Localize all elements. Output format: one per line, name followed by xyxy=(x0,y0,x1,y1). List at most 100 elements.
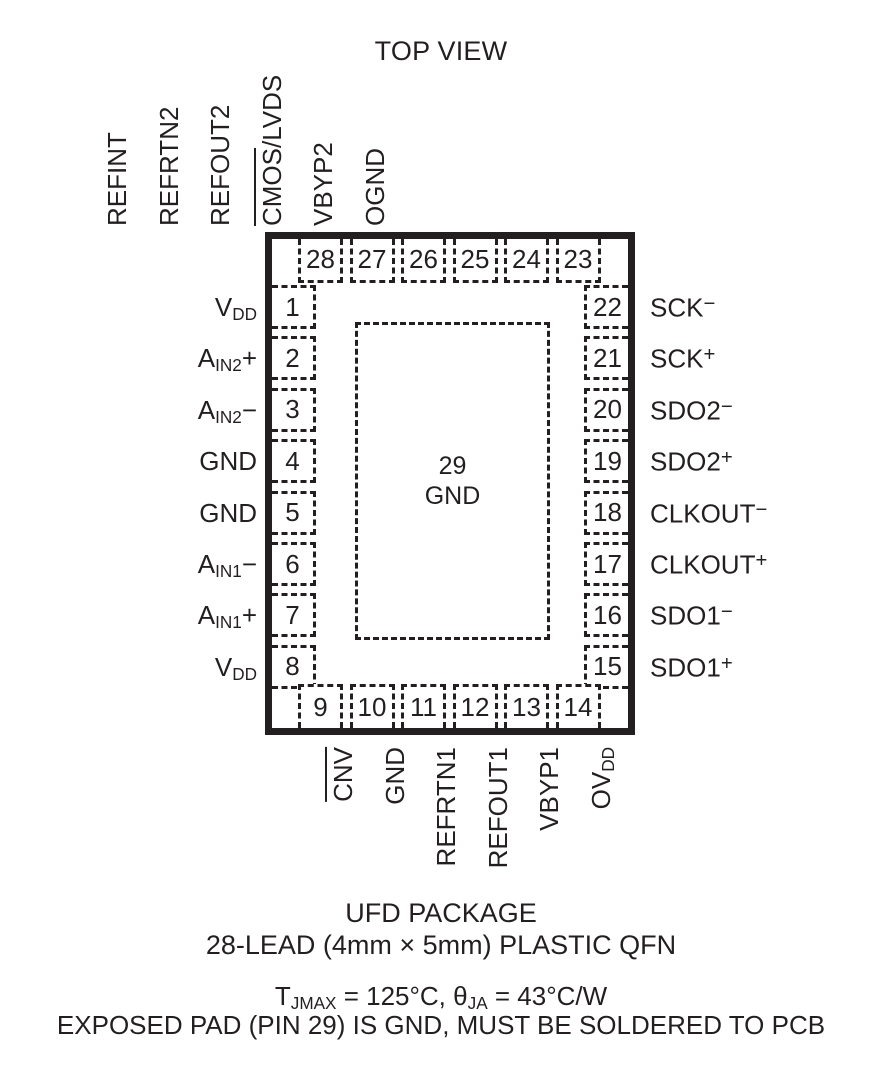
footer-exposed-pad-note: EXPOSED PAD (PIN 29) IS GND, MUST BE SOL… xyxy=(56,1010,826,1040)
pin-label-base-21: SCK xyxy=(650,343,704,374)
pin-number-16: 16 xyxy=(593,599,622,630)
pin-number-10: 10 xyxy=(357,692,387,722)
pin-label-sub-3: IN2 xyxy=(215,406,242,427)
pin-box-27: 27 xyxy=(349,239,395,283)
pin-number-22: 22 xyxy=(593,291,622,322)
theta-subscript: JA xyxy=(467,992,488,1013)
pin-label-base-19: SDO2 xyxy=(650,446,721,477)
pin-label-sign-20: − xyxy=(720,395,733,418)
pin-label-sub-6: IN1 xyxy=(215,560,242,581)
pin-label-base-17: CLKOUT xyxy=(650,549,756,580)
pin-number-8: 8 xyxy=(285,651,300,682)
pin-box-10: 10 xyxy=(349,684,395,728)
pin-box-8: 8 xyxy=(272,644,316,689)
pin-label-17: CLKOUT+ xyxy=(650,549,768,580)
pin-label-22: SCK− xyxy=(650,293,716,321)
pin-number-9: 9 xyxy=(313,692,328,722)
pin-label-overline-25: CMOS xyxy=(253,148,287,226)
pin-label-6: AIN1− xyxy=(198,551,257,580)
pin-box-5: 5 xyxy=(272,490,316,535)
pin-box-9: 9 xyxy=(298,684,343,728)
theta-symbol: θ xyxy=(453,981,468,1011)
pin-label-sign-17: + xyxy=(755,550,768,572)
pin-label-sub-8: DD xyxy=(232,663,257,684)
pin-label-14: OVDD xyxy=(586,747,618,809)
pin-number-18: 18 xyxy=(593,497,622,528)
pin-label-4: GND xyxy=(199,446,257,477)
pin-label-23: OGND xyxy=(359,148,390,226)
pin-number-13: 13 xyxy=(512,692,541,722)
pin-number-19: 19 xyxy=(593,445,622,476)
pin-label-sign-3: − xyxy=(241,394,257,425)
pin-number-15: 15 xyxy=(593,651,622,682)
pin-number-26: 26 xyxy=(409,244,438,274)
pin-number-24: 24 xyxy=(512,244,541,274)
pin-number-25: 25 xyxy=(460,244,490,274)
pin-label-7: AIN1+ xyxy=(198,602,257,631)
pin-label-sign-22: − xyxy=(703,293,716,315)
pin-box-6: 6 xyxy=(272,542,316,586)
tj-subscript: JMAX xyxy=(290,992,337,1013)
pin-label-base-3: A xyxy=(197,394,216,425)
pin-label-base-16: SDO1 xyxy=(650,600,721,631)
pin-label-18: CLKOUT− xyxy=(650,498,768,529)
pin-box-2: 2 xyxy=(272,336,316,381)
pin-label-13: VBYP1 xyxy=(534,747,564,831)
exposed-pad-number: 29 xyxy=(438,451,467,480)
pin-box-24: 24 xyxy=(504,239,549,283)
pin-label-sub-1: DD xyxy=(232,303,257,324)
pin-label-base-20: SDO2 xyxy=(650,395,721,426)
pin-label-base-7: A xyxy=(197,600,216,631)
pin-box-26: 26 xyxy=(401,239,446,283)
pin-label-base-18: CLKOUT xyxy=(650,498,756,529)
pin-number-7: 7 xyxy=(285,599,300,630)
pin-number-23: 23 xyxy=(563,244,593,274)
pin-label-9: CNV xyxy=(325,747,358,802)
pin-label-3: AIN2− xyxy=(198,397,257,426)
pin-number-11: 11 xyxy=(410,692,437,722)
pin-number-27: 27 xyxy=(357,244,387,274)
pin-label-sign-2: + xyxy=(241,343,257,374)
top-view-title: TOP VIEW xyxy=(374,36,508,66)
exposed-pad-label: GND xyxy=(424,482,481,510)
pin-box-13: 13 xyxy=(504,684,549,728)
pin-number-28: 28 xyxy=(306,244,335,274)
pin-label-21: SCK+ xyxy=(650,343,716,374)
pin-label-overline-9: CNV xyxy=(325,747,358,802)
pin-number-20: 20 xyxy=(593,394,622,425)
pin-number-1: 1 xyxy=(285,291,300,322)
exposed-pad-29: 29 GND xyxy=(355,322,550,640)
pin-label-16: SDO1− xyxy=(650,600,733,631)
pin-number-2: 2 xyxy=(285,342,300,373)
pin-label-sub-2: IN2 xyxy=(215,355,242,376)
theta-value: = 43°C/W xyxy=(487,981,608,1011)
pin-box-17: 17 xyxy=(584,542,628,586)
pin-label-sign-18: − xyxy=(755,498,768,521)
pin-number-14: 14 xyxy=(563,692,593,722)
pin-label-sign-21: + xyxy=(703,344,716,367)
pin-number-6: 6 xyxy=(285,548,300,579)
pin-box-18: 18 xyxy=(584,490,628,535)
pin-box-1: 1 xyxy=(272,285,316,329)
footer-package-desc: 28-LEAD (4mm × 5mm) PLASTIC QFN xyxy=(205,930,677,960)
pin-box-23: 23 xyxy=(555,239,601,283)
pin-label-10: GND xyxy=(379,747,410,805)
pin-box-19: 19 xyxy=(584,439,628,484)
pin-label-sign-15: + xyxy=(720,652,733,675)
pin-box-28: 28 xyxy=(298,239,343,283)
pin-label-15: SDO1+ xyxy=(650,652,733,683)
pin-label-sign-6: − xyxy=(241,549,257,579)
pin-label-sub-14: DD xyxy=(597,747,618,772)
pin-number-21: 21 xyxy=(593,342,622,373)
pin-box-4: 4 xyxy=(272,439,316,484)
pin-number-4: 4 xyxy=(285,445,300,476)
pin-box-25: 25 xyxy=(452,239,498,283)
pin-box-14: 14 xyxy=(555,684,601,728)
tj-symbol: T xyxy=(274,981,291,1011)
pin-label-2: AIN2+ xyxy=(198,345,257,374)
pin-number-17: 17 xyxy=(593,548,622,579)
pin-label-sign-7: + xyxy=(241,600,257,631)
pin-number-5: 5 xyxy=(285,497,300,528)
pin-label-base-15: SDO1 xyxy=(650,652,721,683)
